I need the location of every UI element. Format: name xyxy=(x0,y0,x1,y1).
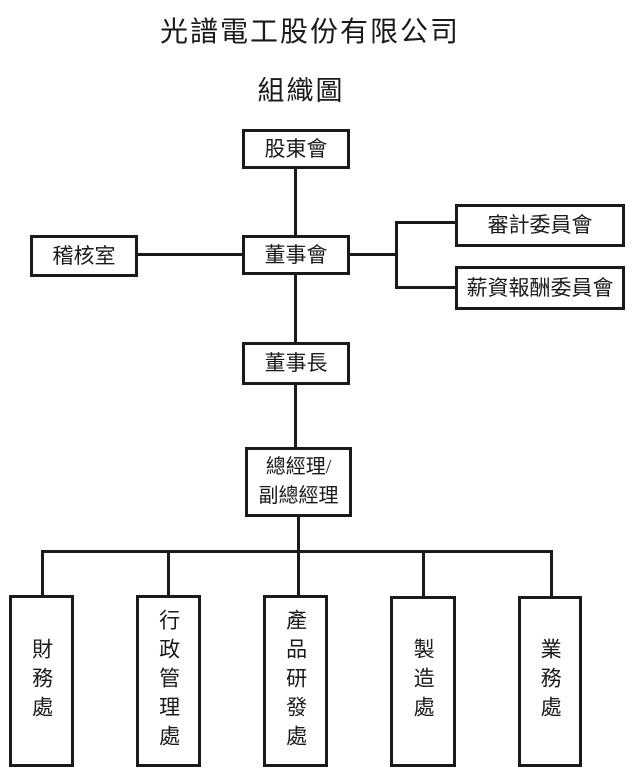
line-board-rightconnector xyxy=(348,253,398,256)
node-chairman: 董事長 xyxy=(242,342,350,385)
node-dept-sales: 業務處 xyxy=(518,596,582,767)
node-audit-office: 稽核室 xyxy=(30,235,138,277)
node-shareholders-label: 股東會 xyxy=(264,136,328,161)
line-auditoffice-board xyxy=(136,253,244,256)
line-stub-admin xyxy=(167,550,170,597)
node-compensation-committee-label: 薪資報酬委員會 xyxy=(466,275,614,300)
node-audit-committee: 審計委員會 xyxy=(455,204,625,247)
node-board: 董事會 xyxy=(242,235,350,275)
node-dept-sales-label: 業務處 xyxy=(538,638,563,725)
company-title: 光譜電工股份有限公司 xyxy=(159,17,461,48)
line-board-chairman xyxy=(294,273,297,344)
node-general-manager-label: 總經理/ 副總經理 xyxy=(258,456,339,507)
line-stub-manufacturing xyxy=(422,550,425,598)
node-shareholders: 股東會 xyxy=(242,129,350,169)
line-to-audit-committee xyxy=(395,221,457,224)
node-dept-rnd-label: 產品研發處 xyxy=(283,608,308,754)
line-stub-sales xyxy=(550,550,553,598)
line-gm-bar xyxy=(297,515,300,553)
node-board-label: 董事會 xyxy=(264,242,328,267)
node-general-manager: 總經理/ 副總經理 xyxy=(245,447,352,517)
node-dept-finance-label: 財務處 xyxy=(29,637,54,725)
node-dept-rnd: 產品研發處 xyxy=(263,595,328,767)
node-dept-manufacturing-label: 製造處 xyxy=(411,638,436,725)
node-audit-committee-label: 審計委員會 xyxy=(487,213,593,238)
node-dept-admin-label: 行政管理處 xyxy=(156,608,181,754)
node-dept-manufacturing: 製造處 xyxy=(390,596,456,767)
chart-subtitle: 組織圖 xyxy=(257,76,345,106)
line-shareholders-board xyxy=(294,166,297,238)
line-to-compensation-committee xyxy=(395,286,457,289)
node-dept-finance: 財務處 xyxy=(9,595,74,767)
line-stub-finance xyxy=(41,550,44,597)
node-chairman-label: 董事長 xyxy=(264,351,328,376)
node-compensation-committee: 薪資報酬委員會 xyxy=(455,266,625,310)
node-dept-admin: 行政管理處 xyxy=(136,595,201,767)
line-rightconnector-vertical xyxy=(395,221,398,289)
line-stub-rnd xyxy=(297,550,300,597)
node-audit-office-label: 稽核室 xyxy=(52,243,116,268)
line-chairman-gm xyxy=(294,383,297,449)
